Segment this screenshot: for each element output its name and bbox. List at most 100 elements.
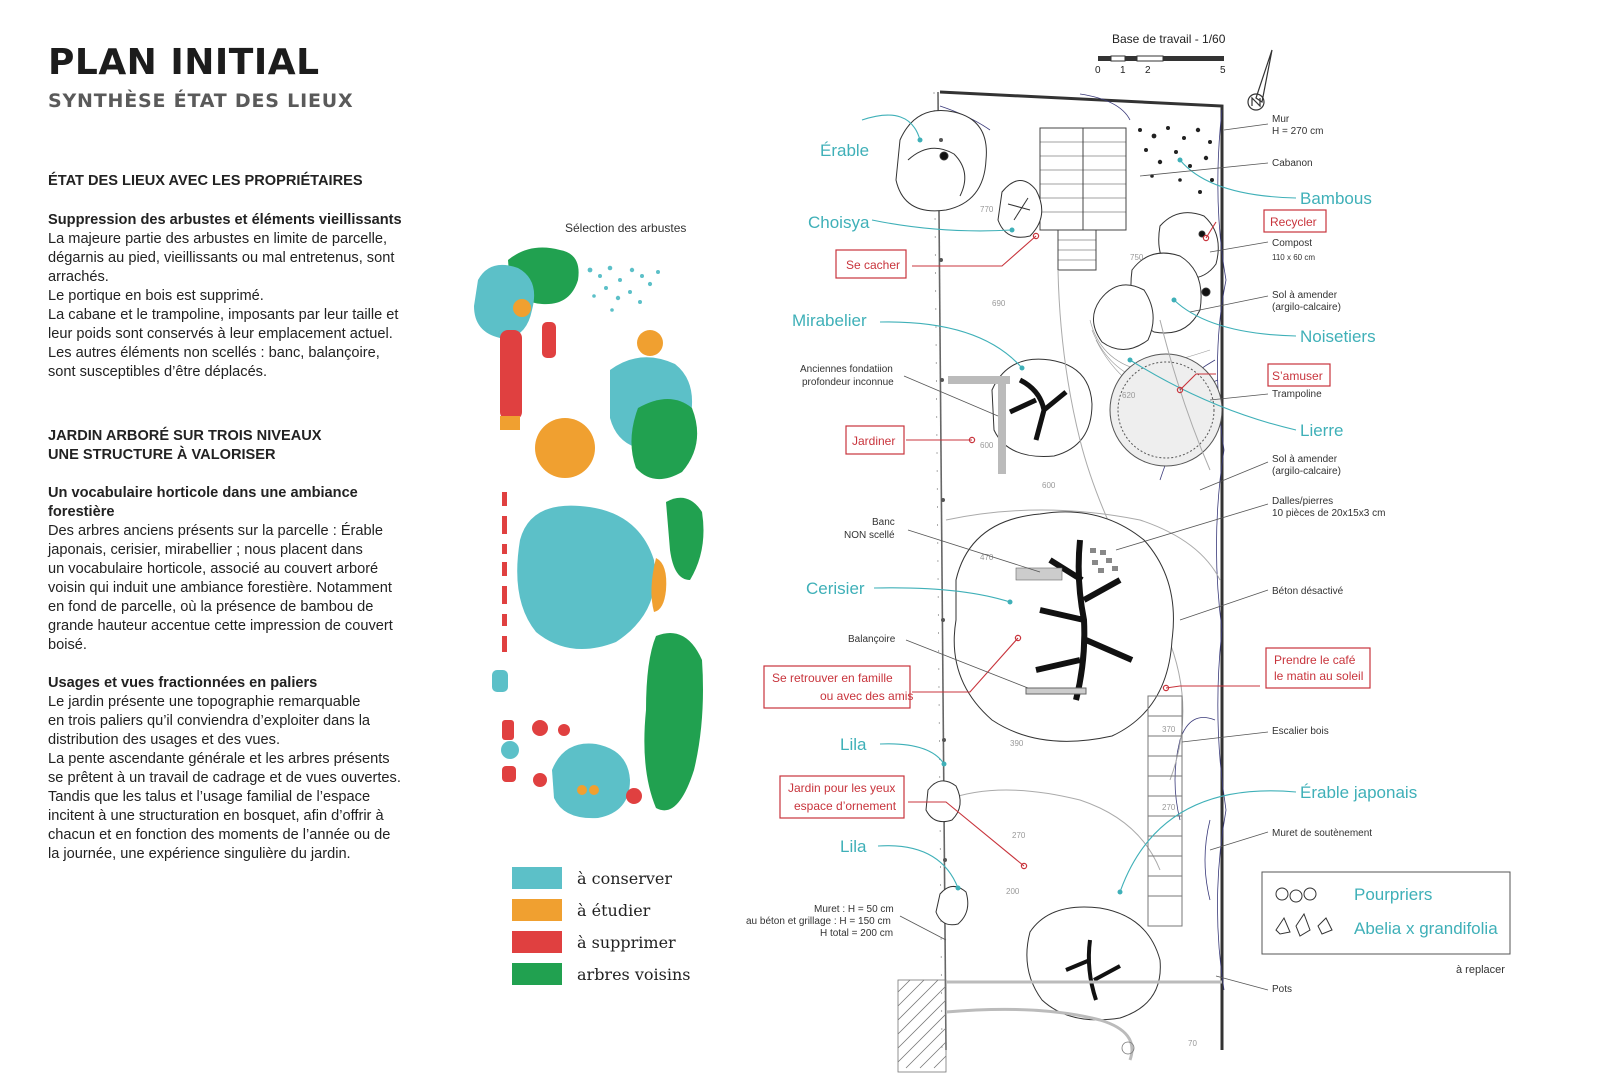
legend-swatch [512,963,562,985]
note-escalier: Escalier bois [1272,726,1329,737]
label-cafe: le matin au soleil [1274,669,1363,683]
shrub-selection-caption: Sélection des arbustes [565,221,687,235]
bottom-building-hatch [897,979,1222,1073]
mirabelle-tree-symbol [991,358,1093,457]
page-title: PLAN INITIAL [48,42,320,83]
remove-shrub-shape [542,322,556,358]
replace-box: Pourpriers Abelia x grandifolia à replac… [1261,871,1511,976]
paragraph-line: arrachés. [48,269,109,285]
note-soil: (argilo-calcaire) [1272,466,1341,477]
note-soil: Sol à amender [1272,454,1338,465]
elevation-label: 750 [1130,253,1144,262]
label-cerisier: Cerisier [806,579,865,598]
leader-dot [1020,862,1028,870]
heading-vocabulary: forestière [48,504,115,520]
study-shrub-shape [637,330,663,356]
label-box [835,249,907,279]
keep-shrub-shape [492,670,508,692]
leader-dot [1162,684,1170,692]
remove-shrub-shape [533,773,547,787]
leader-dot [1032,232,1040,240]
elevation-label: 200 [1006,887,1020,896]
scale-tick: 5 [1220,65,1226,76]
label-erable-japonais: Érable japonais [1300,783,1417,802]
note-cabanon: Cabanon [1272,158,1313,169]
elevation-label: 470 [980,553,994,562]
leader-dot [1117,889,1123,895]
scale-tick: 1 [1120,65,1126,76]
elevation-label: 620 [1122,391,1136,400]
shrub-selection-diagram [474,247,704,819]
paragraph-line: boisé. [48,637,87,653]
label-lila-2: Lila [840,837,867,856]
leader-dot [1019,365,1025,371]
elevation-label: 390 [1010,739,1024,748]
note-compost: Compost [1272,238,1312,249]
label-box [779,775,905,819]
leader-dot [941,761,947,767]
label-box [845,425,905,455]
paragraph-line: La cabane et le trampoline, imposants pa… [48,307,399,323]
leader-dot [1007,599,1013,605]
leader-dot [968,436,976,444]
leader-dot [917,137,923,143]
elevation-label: 600 [1042,481,1056,490]
elevation-label: 70 [1188,1039,1197,1048]
section-vocabulary: Un vocabulaire horticole dans une ambian… [48,484,433,655]
elevation-label: 770 [980,205,994,214]
label-yeux: Jardin pour les yeux [788,781,895,795]
legend-item-study: à étudier [512,894,690,926]
note-muret-soutenement: Muret de soutènement [1272,828,1372,839]
label-erable: Érable [820,141,869,160]
choisya-shrub-symbol [997,180,1043,238]
keep-shrub-shape [501,741,519,759]
shed-cabanon [1039,127,1127,271]
label-yeux: espace d’ornement [794,799,897,813]
bamboo-cluster [1138,126,1214,194]
keep-tree-shape [517,505,656,650]
paragraph-line: grande hauteur accentue cette impression… [48,618,393,634]
label-mirabelier: Mirabelier [792,311,867,330]
label-famille: Se retrouver en famille [772,671,893,685]
label-noisetiers: Noisetiers [1300,327,1376,346]
paragraph-line: la journée, une expérience singulière du… [48,846,351,862]
elevation-label: 600 [980,441,994,450]
label-famille: ou avec des amis [820,689,913,703]
remove-shrub-shape [500,330,522,420]
heading-vocabulary: Un vocabulaire horticole dans une ambian… [48,485,358,501]
north-arrow-icon [1247,49,1273,111]
study-shrub-shape [500,416,520,430]
replace-item-abelia: Abelia x grandifolia [1354,919,1498,938]
paragraph-line: incitent à une structuration en bosquet,… [48,808,384,824]
paragraph-line: Le jardin présente une topographie remar… [48,694,361,710]
remove-shrub-shape [502,720,514,740]
cherry-tree-symbol [953,511,1174,742]
hazel-trees-symbol [1093,212,1219,350]
legend-label: arbres voisins [577,964,691,984]
neighbor-tree-shape [644,633,703,811]
label-box [1267,363,1331,387]
legend: à conserver à étudier à supprimer arbres… [512,862,690,990]
paragraph-line: voisin qui induit une ambiance forestièr… [48,580,392,596]
bench-symbol [1015,567,1063,581]
note-banc: NON scellé [844,530,895,541]
note-banc: Banc [872,517,895,528]
red-leader-lines [906,221,1260,867]
page-subtitle: SYNTHÈSE ÉTAT DES LIEUX [48,90,354,112]
note-muret: H total = 200 cm [820,928,893,939]
teal-leader-lines [861,114,1297,893]
note-beton: Béton désactivé [1272,586,1344,597]
maple-tree-symbol [895,110,987,212]
paragraph-line: en trois paliers qu’il conviendra d’expl… [48,713,371,729]
paragraph-line: sont susceptibles d’être déplacés. [48,364,268,380]
heading-usages: Usages et vues fractionnées en paliers [48,675,318,691]
note-mur: Mur [1272,114,1290,125]
trampoline-symbol [1109,353,1223,467]
note-pots: Pots [1272,984,1292,995]
note-compost: 110 x 60 cm [1272,253,1315,262]
label-recycler: Recycler [1270,215,1317,229]
paragraph-line: en fond de parcelle, où la présence de b… [48,599,374,615]
scale-tick: 0 [1095,65,1101,76]
swing-symbol [1025,687,1087,695]
paragraph-line: leur poids sont conservés à leur emplace… [48,326,393,342]
